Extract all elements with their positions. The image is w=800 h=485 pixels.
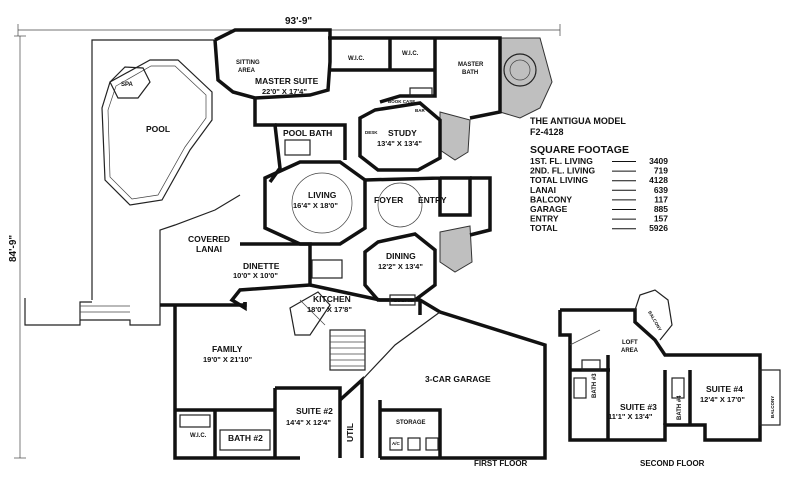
second-floor-walls [558,289,781,442]
spa-label: SPA [121,82,134,88]
pool-label: POOL [146,124,170,134]
family-label: FAMILY [212,344,243,354]
sqft-row-value: 719 [654,166,668,176]
covered-lanai-label: COVERED [188,234,230,244]
room-labels-first-floor: SITTING AREA MASTER SUITE 22'0" X 17'4" … [188,51,491,446]
sqft-row-value: 4128 [649,175,668,185]
wic-label-2: W.I.C. [402,51,419,57]
suite3-label: SUITE #3 [620,402,657,412]
bar-label: BAR [415,108,425,113]
square-footage-heading: SQUARE FOOTAGE [530,144,629,156]
sqft-row-label: TOTAL [530,223,558,233]
wic-label-1: W.I.C. [348,56,365,62]
wic-label-3: W.I.C. [190,433,207,439]
balcony-top-label: BALCONY [647,310,662,332]
sqft-row-label: ENTRY [530,214,559,224]
sqft-row-label: LANAI [530,185,556,195]
bath4-label: BATH #4 [677,395,683,420]
dining-dim: 12'2" X 13'4" [378,262,423,271]
overall-depth-label: 84'-9" [8,235,19,262]
square-footage-table: SQUARE FOOTAGE 1ST. FL. LIVING 3409 2ND. F… [530,144,668,233]
living-dim: 16'4" X 18'0" [293,201,338,210]
sqft-row-label: TOTAL LIVING [530,175,588,185]
foyer-label: FOYER [374,195,403,205]
overall-depth-dimension: 84'-9" [8,35,26,459]
suite3-dim: 11'1" X 13'4" [608,412,653,421]
main-house-walls [160,28,547,460]
living-label: LIVING [308,190,337,200]
square-footage-rows: 1ST. FL. LIVING 3409 2ND. FL. LIVING 719TOT… [530,156,668,233]
master-suite-dim: 22'0" X 17'4" [262,87,307,96]
study-label: STUDY [388,128,417,138]
master-bath-label-2: BATH [462,70,478,76]
pool-deck [24,39,241,326]
overall-width-label: 93'-9" [285,16,312,27]
sqft-row-value: 117 [654,194,668,204]
second-floor-label: SECOND FLOOR [640,459,705,468]
kitchen-label: KITCHEN [313,294,351,304]
kitchen-dim: 18'0" X 17'8" [307,305,352,314]
study-dim: 13'4" X 13'4" [377,139,422,148]
entry-label: ENTRY [418,195,447,205]
sqft-row-value: 639 [654,185,668,195]
covered-lanai-label-2: LANAI [196,244,222,254]
stairs [329,329,366,371]
dinette-dim: 10'0" X 10'0" [233,271,278,280]
model-code: F2-4128 [530,127,564,137]
spa: SPA [109,66,151,99]
bath3-label: BATH #3 [592,373,598,398]
overall-width-dimension: 93'-9" [17,16,561,36]
suite2-label: SUITE #2 [296,406,333,416]
model-name: THE ANTIGUA MODEL [530,116,626,126]
sqft-row-label: 2ND. FL. LIVING [530,166,596,176]
interior-details [179,53,537,451]
storage-label: STORAGE [396,420,426,426]
pool-bath-label: POOL BATH [283,128,332,138]
balcony-right-label: BALCONY [770,396,775,418]
built-in-label: BUILT IN [394,298,413,303]
sqft-row-value: 5926 [649,223,668,233]
sqft-row-value: 885 [654,204,668,214]
sqft-row-label: 1ST. FL. LIVING [530,156,593,166]
sitting-area-label-2: AREA [238,68,256,74]
pool: POOL [101,59,213,206]
loft-label: LOFT [622,340,638,346]
garage-label: 3-CAR GARAGE [425,374,491,384]
desk-label: DESK [365,130,378,135]
sqft-row-label: GARAGE [530,204,568,214]
bath2-label: BATH #2 [228,433,263,443]
room-labels-second-floor: LOFT AREA BALCONY BALCONY BATH #3 BATH #… [592,310,775,421]
dining-label: DINING [386,251,416,261]
model-title: THE ANTIGUA MODEL F2-4128 [530,116,626,137]
sqft-row-value: 3409 [649,156,668,166]
book-case-label: BOOK CASE [388,99,415,104]
ac-label: A/C [392,441,401,446]
family-dim: 19'0" X 21'10" [203,355,252,364]
master-suite-label: MASTER SUITE [255,76,319,86]
suite2-dim: 14'4" X 12'4" [286,418,331,427]
dinette-label: DINETTE [243,261,280,271]
first-floor-label: FIRST FLOOR [474,459,528,468]
master-bath-label: MASTER [458,62,484,68]
loft-label-2: AREA [621,348,639,354]
sqft-row-value: 157 [654,214,668,224]
suite4-dim: 12'4" X 17'0" [700,395,745,404]
sitting-area-label: SITTING [236,60,260,66]
sqft-row-label: BALCONY [530,194,572,204]
util-label: UTIL [345,423,355,442]
suite4-label: SUITE #4 [706,384,743,394]
